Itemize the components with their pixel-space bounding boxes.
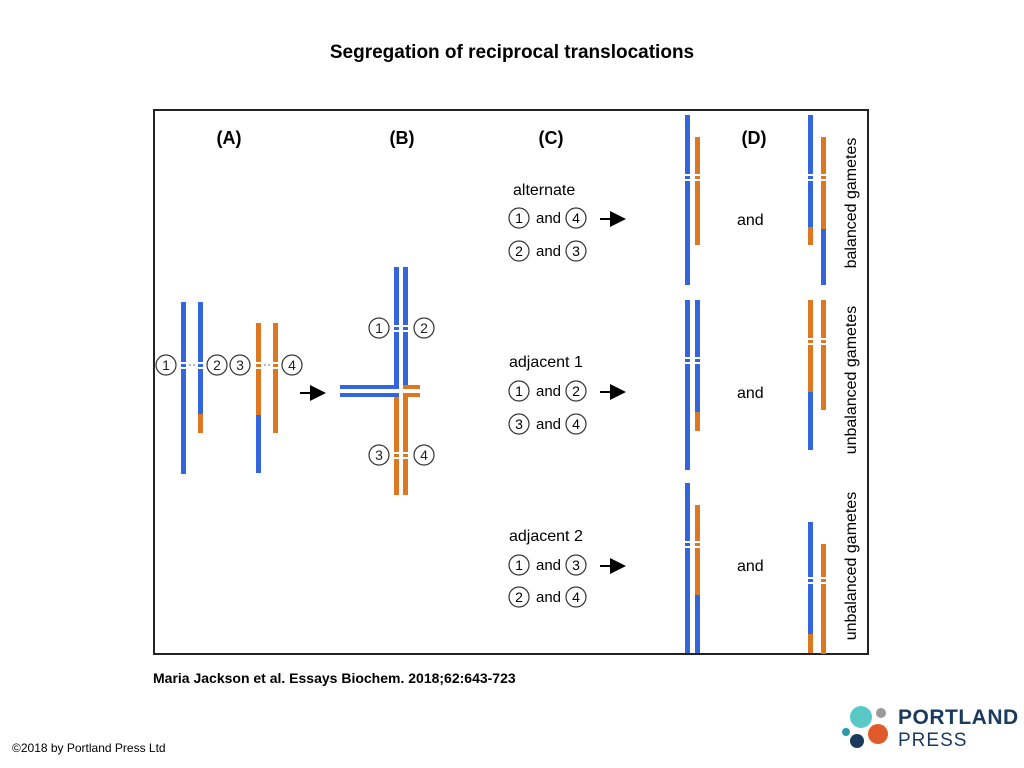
gamete-pair-right-row1 xyxy=(808,115,826,285)
and-label: and xyxy=(737,385,764,402)
pair-number: 2 xyxy=(572,383,580,399)
number-1: 1 xyxy=(375,320,383,336)
chromosome-2-blue xyxy=(198,302,203,414)
centromere-marks xyxy=(181,362,278,369)
panel-label-c: (C) xyxy=(539,128,564,148)
panel-label-d: (D) xyxy=(742,128,767,148)
pair-number: 2 xyxy=(515,243,523,259)
logo-text-portland: PORTLAND xyxy=(898,706,1019,729)
logo-dot-gray xyxy=(876,708,886,718)
pair-number: 1 xyxy=(515,557,523,573)
panel-label-b: (B) xyxy=(390,128,415,148)
pair-number: 1 xyxy=(515,210,523,226)
pair-number: 3 xyxy=(572,243,580,259)
and-label: and xyxy=(536,210,561,227)
mode-label: adjacent 1 xyxy=(509,354,583,371)
number-4: 4 xyxy=(420,447,428,463)
gamete-pair-left-row2 xyxy=(685,300,700,470)
number-2: 2 xyxy=(213,357,221,373)
logo-dot-navy xyxy=(850,734,864,748)
slide-title: Segregation of reciprocal translocations xyxy=(329,42,695,63)
pair-number: 4 xyxy=(572,589,580,605)
mode-adjacent-2: adjacent 2 1 and 3 2 and 4 xyxy=(508,528,626,608)
chromosome-4 xyxy=(273,323,278,433)
gamete-pair-right-row2 xyxy=(808,300,826,450)
logo-dot-small-teal xyxy=(842,728,850,736)
number-3: 3 xyxy=(375,447,383,463)
panel-b-quadrivalent: 1 2 3 4 xyxy=(340,267,435,495)
number-1: 1 xyxy=(162,357,170,373)
centromere-dots xyxy=(188,363,271,367)
and-label: and xyxy=(737,558,764,575)
gamete-label-unbalanced-2: unbalanced gametes xyxy=(843,492,860,641)
number-3: 3 xyxy=(236,357,244,373)
and-label: and xyxy=(536,557,561,574)
mode-label: alternate xyxy=(513,182,575,199)
panel-label-a: (A) xyxy=(217,128,242,148)
gamete-pair-right-row3 xyxy=(808,522,826,654)
gamete-pair-left-row3 xyxy=(685,483,700,653)
pair-number: 1 xyxy=(515,383,523,399)
logo-dot-teal xyxy=(850,706,872,728)
pair-number: 2 xyxy=(515,589,523,605)
pair-number: 3 xyxy=(515,416,523,432)
gamete-label-balanced: balanced gametes xyxy=(843,138,860,269)
and-label: and xyxy=(737,212,764,229)
chromosome-2-orange xyxy=(198,414,203,433)
and-label: and xyxy=(536,383,561,400)
pair-number: 3 xyxy=(572,557,580,573)
mode-label: adjacent 2 xyxy=(509,528,583,545)
mode-adjacent-1: adjacent 1 1 and 2 3 and 4 xyxy=(508,354,626,435)
chromosome-number-circles xyxy=(155,354,303,376)
mode-alternate: alternate 1 and 4 2 and 3 xyxy=(508,182,626,262)
copyright-notice: ©2018 by Portland Press Ltd xyxy=(12,741,166,755)
gamete-label-unbalanced-1: unbalanced gametes xyxy=(843,306,860,455)
citation: Maria Jackson et al. Essays Biochem. 201… xyxy=(153,670,516,686)
figure-frame xyxy=(153,109,869,655)
pair-number: 4 xyxy=(572,210,580,226)
panel-a-chromosomes: 1 2 3 4 xyxy=(155,302,303,474)
and-label: and xyxy=(536,589,561,606)
number-4: 4 xyxy=(288,357,296,373)
and-label: and xyxy=(536,416,561,433)
logo-text-press: PRESS xyxy=(898,730,968,751)
and-label: and xyxy=(536,243,561,260)
pair-number: 4 xyxy=(572,416,580,432)
portland-press-logo: PORTLAND PRESS xyxy=(838,700,1018,756)
logo-dot-orange xyxy=(868,724,888,744)
chromosome-3-blue xyxy=(256,415,261,473)
number-2: 2 xyxy=(420,320,428,336)
chromosome-1 xyxy=(181,302,186,474)
gamete-pair-left-row1 xyxy=(685,115,700,285)
